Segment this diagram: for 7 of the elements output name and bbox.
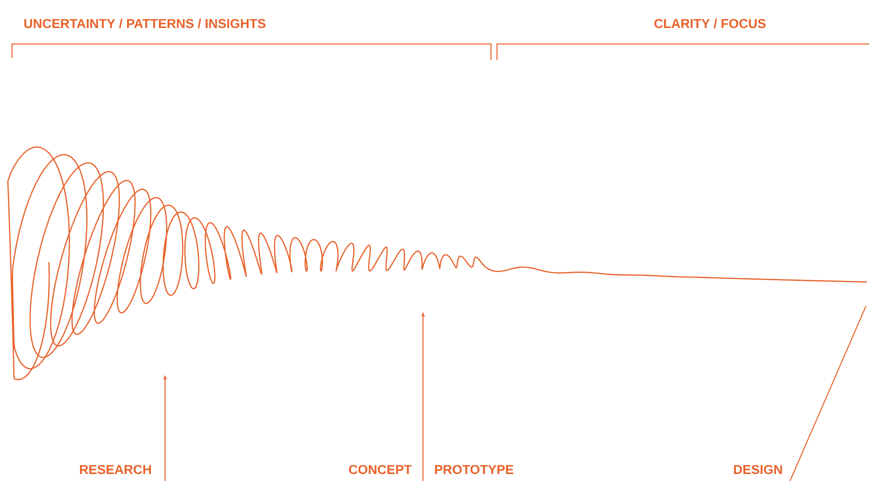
heading: CLARITY / FOCUS [654, 18, 766, 28]
stage-label: DESIGN [734, 464, 782, 474]
leader-line [790, 306, 866, 481]
heading: UNCERTAINTY / PATTERNS / INSIGHTS [24, 18, 266, 28]
stage-label: RESEARCH [80, 464, 151, 474]
stage-label: PROTOTYPE [435, 464, 514, 474]
stage-label: CONCEPT [349, 464, 412, 474]
